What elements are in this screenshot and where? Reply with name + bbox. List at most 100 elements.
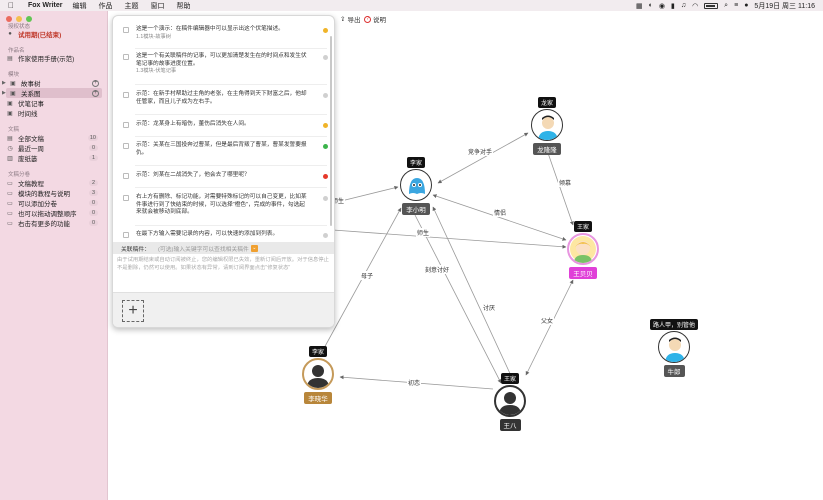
- add-note-button[interactable]: +: [122, 300, 144, 322]
- edge-label[interactable]: 竞争对手: [467, 147, 494, 156]
- sidebar-item-all-docs[interactable]: ▤ 全部文稿 10: [6, 133, 102, 143]
- list-item[interactable]: 示范：关某在三国投奔过曹某，但是最后背叛了曹某，曹某发誓要报仇。: [123, 142, 328, 157]
- status-icon-3[interactable]: ◉: [658, 2, 665, 10]
- edge-label[interactable]: 刻意讨好: [424, 265, 451, 274]
- list-item[interactable]: 这是一个有关联稿件的记事，可以更加清楚发生在的时间点和发生伏笔记事的故事进度位置…: [123, 53, 328, 76]
- character-node[interactable]: 李家 李小明: [391, 157, 441, 215]
- edge-label[interactable]: 倾慕: [558, 178, 573, 187]
- trial-status[interactable]: ● 试用期(已结束): [6, 29, 102, 39]
- sidebar-item-label: 伏笔记事: [18, 101, 44, 108]
- divider: [135, 165, 327, 166]
- character-node[interactable]: 龙家 龙隆隆: [522, 97, 572, 155]
- sidebar-item-timeline[interactable]: ▣ 时间线: [6, 108, 102, 119]
- character-node[interactable]: 王家 王贝贝: [558, 221, 608, 279]
- list-item[interactable]: 在最下方输入需要记录的内容，可以快速的添加到列表。: [123, 231, 328, 239]
- clock[interactable]: 5月19日 周三 11:16: [754, 2, 815, 10]
- checkbox[interactable]: [123, 122, 129, 128]
- wifi-icon[interactable]: ◠: [692, 2, 699, 10]
- relationship-edges: [322, 132, 574, 390]
- sidebar-item-foreshadow[interactable]: ▣ 伏笔记事: [6, 98, 102, 109]
- battery-icon[interactable]: [704, 2, 719, 9]
- edge-label[interactable]: 初恋: [407, 378, 422, 387]
- dropdown-icon[interactable]: ⌄: [250, 244, 258, 252]
- status-icon-4[interactable]: ▮: [670, 2, 675, 10]
- sidebar-item-relationship-graph[interactable]: ▶ ▣ 关系图 +: [2, 88, 102, 98]
- chevron-right-icon[interactable]: ▶: [2, 90, 6, 96]
- edge-label[interactable]: 父女: [540, 316, 555, 325]
- work-item[interactable]: ▤ 作家使用手册(示范): [6, 53, 102, 64]
- related-input[interactable]: (可选)输入关键字可以查找相关稿件: [158, 246, 249, 253]
- help-button[interactable]: ? 说明: [364, 14, 386, 24]
- sidebar-item-recent-week[interactable]: ◷ 最近一周 0: [6, 143, 102, 153]
- sidebar-item-trash[interactable]: ▥ 废纸篓 1: [6, 153, 102, 163]
- checkbox[interactable]: [123, 27, 129, 33]
- checkbox[interactable]: [123, 54, 129, 60]
- apple-icon[interactable]: : [8, 1, 18, 10]
- menu-edit[interactable]: 编辑: [72, 2, 87, 10]
- menu-works[interactable]: 作品: [98, 2, 113, 10]
- checkbox[interactable]: [123, 173, 129, 179]
- divider: [135, 84, 327, 85]
- character-node[interactable]: 王家 王八: [485, 373, 535, 431]
- checkbox[interactable]: [123, 92, 129, 98]
- add-icon[interactable]: +: [92, 89, 99, 97]
- list-item[interactable]: 右上方有删除、标记功能，对需要特殊标记的可以自己变更，比如某件事进行到了快结束的…: [123, 194, 328, 217]
- sidebar-item-cat-3[interactable]: ▭ 可以添加分卷 0: [6, 198, 102, 208]
- status-dot[interactable]: [323, 28, 328, 33]
- person-icon: [665, 337, 685, 362]
- character-node[interactable]: 李家 李晓华: [293, 346, 343, 404]
- avatar: [400, 169, 432, 201]
- status-dot[interactable]: [323, 93, 328, 98]
- minimize-window-button[interactable]: [16, 16, 22, 22]
- edge-label[interactable]: 讨厌: [482, 303, 497, 312]
- status-dot[interactable]: [323, 123, 328, 128]
- sidebar: 授权状态 ● 试用期(已结束) 作品名 ▤ 作家使用手册(示范) 模块 ▶ ▣ …: [0, 11, 108, 500]
- status-icon-1[interactable]: ▦: [635, 2, 643, 10]
- edge-label[interactable]: 情侣: [493, 208, 508, 217]
- list-item[interactable]: 示范：在新手村帮助过主角的老张，在主角得到天下财富之后，他却任管家，而且儿子成为…: [123, 91, 328, 106]
- siri-icon[interactable]: ●: [744, 2, 749, 9]
- menu-window[interactable]: 窗口: [150, 2, 165, 10]
- status-dot[interactable]: [323, 144, 328, 149]
- control-center-icon[interactable]: ≡: [734, 2, 739, 9]
- status-dot[interactable]: [323, 174, 328, 179]
- list-item[interactable]: 这是一个演示：在稿件编辑器中可以显示出这个伏笔描述。1.1模块-故事树: [123, 26, 328, 41]
- timeline-icon: ▣: [7, 110, 13, 117]
- checkbox[interactable]: [123, 195, 129, 201]
- divider: [135, 136, 327, 137]
- export-button[interactable]: ⇪ 导出: [340, 14, 360, 24]
- list-item[interactable]: 示范：龙某身上有暗伤，董伤后消失在人间。: [123, 121, 328, 129]
- status-icon-2[interactable]: ◐: [648, 2, 653, 9]
- sidebar-item-cat-5[interactable]: ▭ 右击有更多的功能 0: [6, 218, 102, 228]
- input-hint[interactable]: 由于试用期结束或自动订阅被终止，您的编辑权限已失效，重新订阅后开放。对于信息停止…: [117, 257, 329, 271]
- edge-label[interactable]: 师生: [331, 196, 346, 205]
- checkbox[interactable]: [123, 232, 129, 238]
- sidebar-item-cat-2[interactable]: ▭ 模块的教程与说明 3: [6, 188, 102, 198]
- note-source[interactable]: 1.1模块-故事树: [136, 33, 171, 40]
- sidebar-item-label: 右击有更多的功能: [18, 221, 70, 228]
- menu-help[interactable]: 帮助: [176, 2, 191, 10]
- zoom-window-button[interactable]: [26, 16, 32, 22]
- menu-theme[interactable]: 主题: [124, 2, 139, 10]
- app-menu[interactable]: Fox Writer: [28, 2, 63, 9]
- status-icon-5[interactable]: ♫: [680, 2, 687, 9]
- status-dot[interactable]: [323, 196, 328, 201]
- family-badge: 龙家: [537, 97, 556, 108]
- note-source[interactable]: 1.3模块-伏笔记事: [136, 68, 177, 75]
- export-label: 导出: [347, 17, 361, 24]
- sidebar-item-cat-4[interactable]: ▭ 也可以拖动调整顺序 0: [6, 208, 102, 218]
- character-node[interactable]: 路人甲，别管他 牛郎: [642, 319, 706, 377]
- list-item[interactable]: 示范：刘某在二战消失了，他会去了哪里呢？: [123, 172, 328, 180]
- scrollbar[interactable]: [330, 36, 332, 226]
- status-dot[interactable]: [323, 233, 328, 238]
- status-dot[interactable]: [323, 55, 328, 60]
- edge-label[interactable]: 师生: [416, 228, 431, 237]
- search-icon[interactable]: ⌕: [724, 1, 729, 9]
- sidebar-item-story-tree[interactable]: ▶ ▣ 故事树 +: [2, 78, 102, 88]
- chevron-right-icon[interactable]: ▶: [2, 80, 6, 86]
- checkbox[interactable]: [123, 143, 129, 149]
- sidebar-item-cat-1[interactable]: ▭ 文稿教程 2: [6, 178, 102, 188]
- close-window-button[interactable]: [6, 16, 12, 22]
- add-icon[interactable]: +: [92, 79, 99, 87]
- edge-label[interactable]: 母子: [360, 271, 375, 280]
